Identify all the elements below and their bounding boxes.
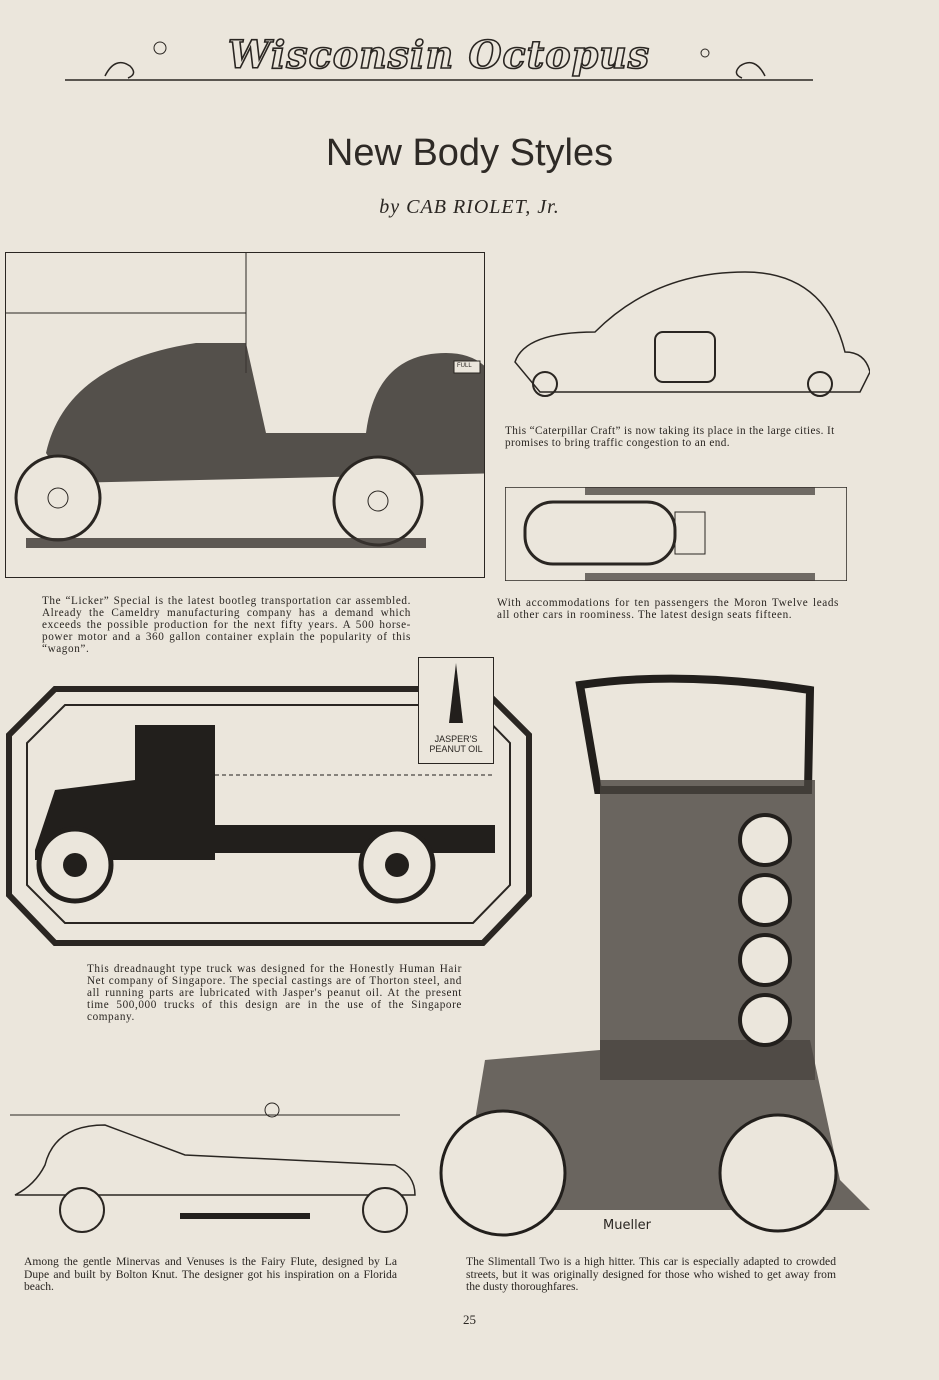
- masthead: Wisconsin Octopus: [65, 28, 813, 88]
- masthead-ornament-icon: [65, 41, 813, 81]
- licker-car-drawing-icon: [6, 253, 484, 548]
- caterpillar-craft-drawing-icon: [514, 271, 870, 397]
- caption-slimentall: The Slimentall Two is a high hitter. Thi…: [466, 1255, 836, 1293]
- caption-truck: This dreadnaught type truck was designed…: [87, 963, 462, 1023]
- caption-moron-twelve: With accommodations for ten passengers t…: [497, 597, 839, 621]
- licker-special-illustration: FULL: [5, 252, 485, 578]
- page-number: 25: [463, 1312, 476, 1327]
- article-byline: by CAB RIOLET, Jr.: [379, 196, 560, 218]
- jasper-sign-text: JASPER'S PEANUT OIL: [429, 734, 483, 754]
- slimentall-two-drawing-icon: [439, 674, 870, 1237]
- truck-drawing-icon: [6, 686, 532, 946]
- full-sign: FULL: [457, 363, 472, 369]
- caption-caterpillar: This “Caterpillar Craft” is now taking i…: [505, 425, 835, 449]
- caption-licker: The “Licker” Special is the latest bootl…: [42, 595, 411, 655]
- masthead-title: Wisconsin Octopus: [227, 31, 651, 78]
- oil-can-icon: [449, 663, 463, 723]
- caption-fairy-flute: Among the gentle Minervas and Venuses is…: [24, 1255, 397, 1293]
- fairy-flute-drawing-icon: [10, 1102, 416, 1233]
- jasper-peanut-oil-sign: JASPER'S PEANUT OIL: [418, 657, 494, 764]
- artist-signature: Mueller: [603, 1218, 652, 1233]
- article-title: New Body Styles: [325, 132, 614, 174]
- moron-twelve-drawing-icon: [505, 487, 847, 581]
- truck-illustration: [5, 685, 533, 947]
